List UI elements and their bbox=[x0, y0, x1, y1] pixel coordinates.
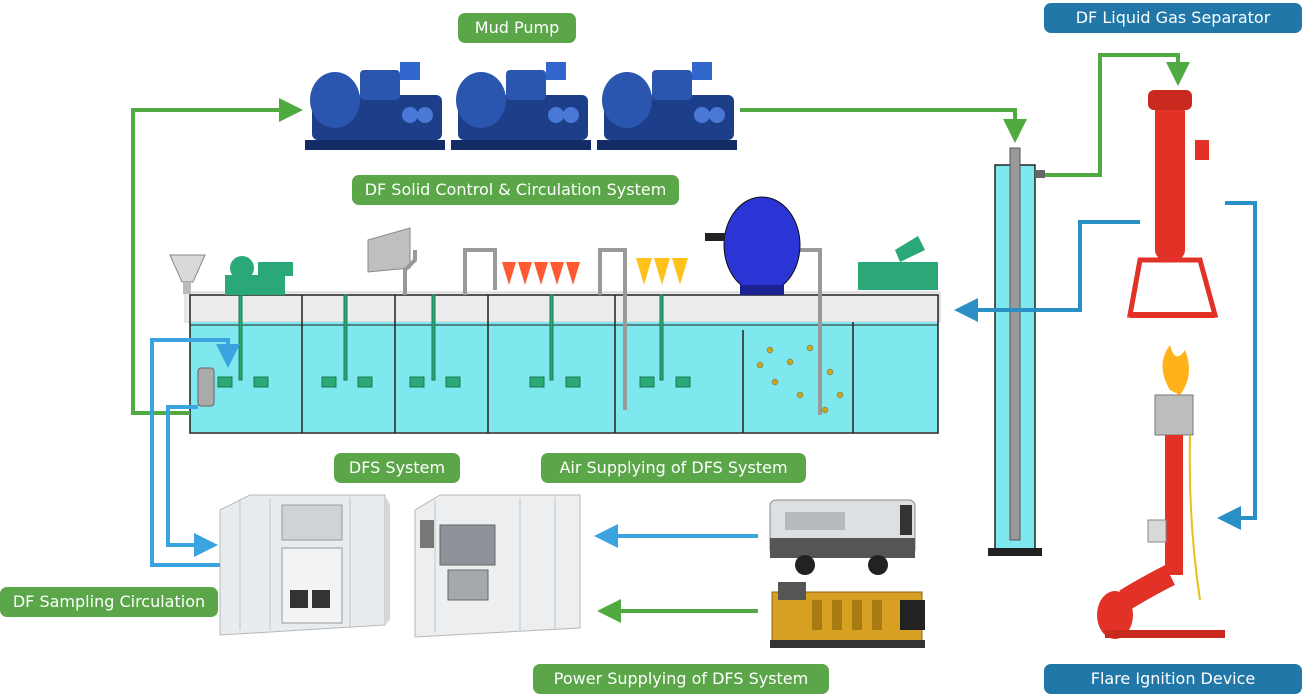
solid-control-tank bbox=[169, 196, 941, 434]
arrow-separator-to-flare bbox=[1217, 201, 1257, 530]
label-liquid-gas-separator: DF Liquid Gas Separator bbox=[1044, 3, 1302, 33]
blue-vessel bbox=[705, 196, 801, 295]
label-solid-control: DF Solid Control & Circulation System bbox=[352, 175, 679, 205]
label-air-supplying: Air Supplying of DFS System bbox=[541, 453, 806, 483]
mud-pump-2 bbox=[451, 62, 591, 150]
blue-arrows bbox=[954, 201, 1257, 530]
label-flare-ignition: Flare Ignition Device bbox=[1044, 664, 1302, 694]
green-arrows bbox=[131, 53, 1190, 623]
label-dfs-system: DFS System bbox=[334, 453, 460, 483]
arrow-pump-to-column bbox=[740, 108, 1027, 143]
vertical-column bbox=[988, 147, 1045, 556]
arrow-separator-to-tank bbox=[954, 220, 1140, 322]
flare-ignition-device bbox=[1097, 345, 1225, 639]
light-blue-arrows bbox=[150, 338, 758, 567]
power-generator bbox=[770, 582, 925, 648]
dfs-container-2 bbox=[414, 494, 581, 638]
arrow-sampling-outer bbox=[150, 338, 240, 567]
arrow-column-to-separator bbox=[1045, 53, 1190, 177]
liquid-gas-separator bbox=[1127, 90, 1219, 318]
label-mud-pump: Mud Pump bbox=[458, 13, 576, 43]
mud-pump-group bbox=[305, 62, 737, 150]
air-compressor bbox=[769, 499, 916, 575]
label-power-supplying: Power Supplying of DFS System bbox=[533, 664, 829, 694]
label-sampling-circulation: DF Sampling Circulation bbox=[0, 587, 218, 617]
dfs-container-1 bbox=[219, 494, 390, 636]
arrow-sampling-inner bbox=[166, 405, 218, 557]
mud-pump-3 bbox=[597, 62, 737, 150]
arrow-tank-to-pump bbox=[131, 98, 303, 415]
mud-pump-1 bbox=[305, 62, 445, 150]
